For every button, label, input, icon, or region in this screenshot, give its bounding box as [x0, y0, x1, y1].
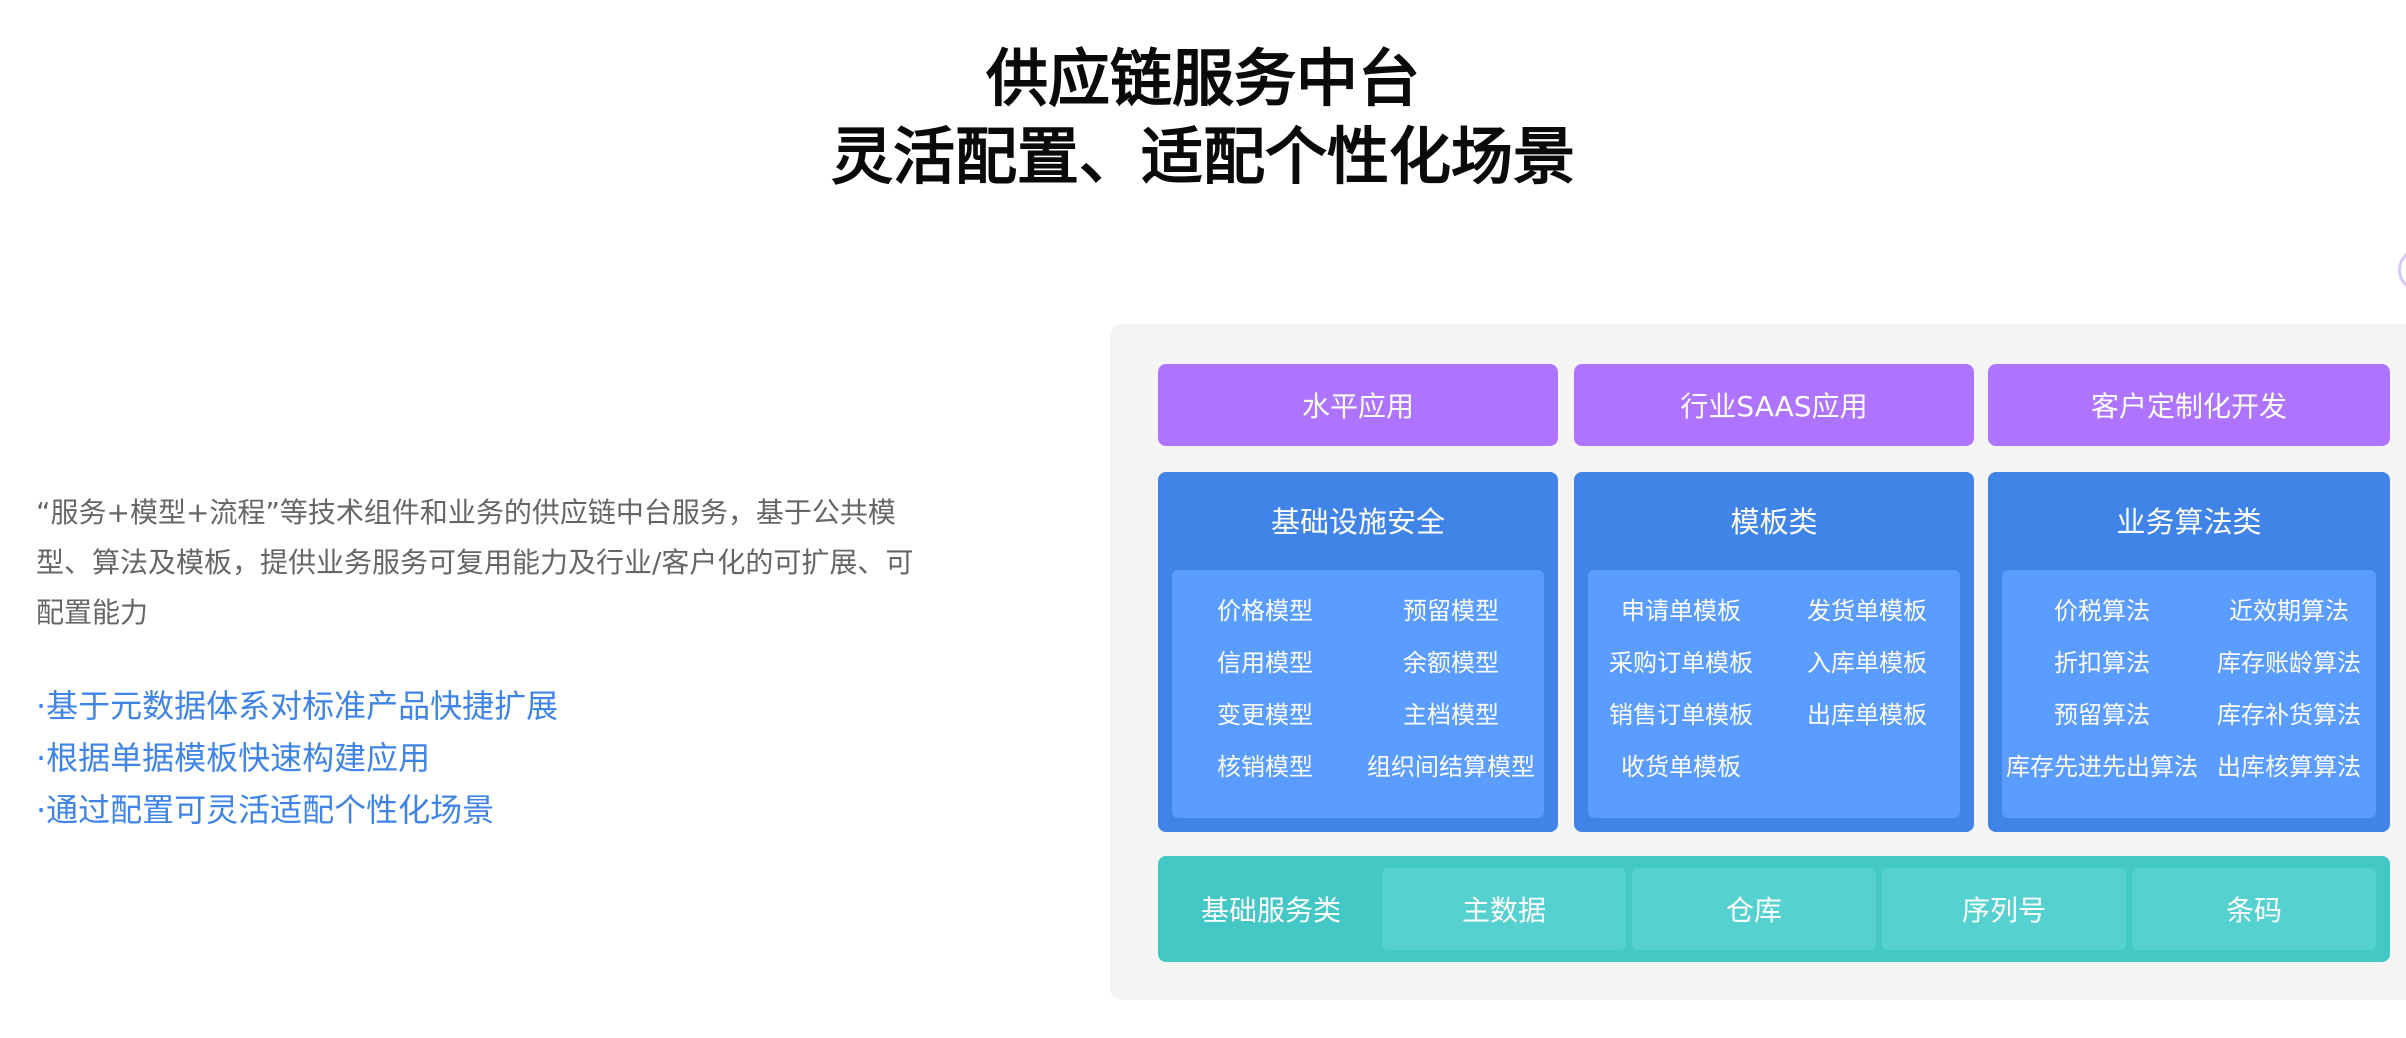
column-infrastructure-security: 基础设施安全 价格模型 预留模型 信用模型 余额模型 变更模型 主档模型 核销模…: [1158, 472, 1558, 832]
algorithm-item: 近效期算法: [2229, 597, 2349, 625]
algorithm-item: 库存账龄算法: [2217, 649, 2361, 677]
model-item: 价格模型: [1217, 597, 1313, 625]
base-service-item: 仓库: [1632, 868, 1876, 950]
column-inner: 申请单模板 发货单模板 采购订单模板 入库单模板 销售订单模板 出库单模板 收货…: [1588, 570, 1960, 818]
model-item: 信用模型: [1217, 649, 1313, 677]
description-text: “服务+模型+流程”等技术组件和业务的供应链中台服务，基于公共模型、算法及模板，…: [36, 496, 914, 629]
page-title-line2: 灵活配置、适配个性化场景: [830, 120, 1575, 193]
column-business-algorithms: 业务算法类 价税算法 近效期算法 折扣算法 库存账龄算法 预留算法 库存补货算法…: [1988, 472, 2390, 832]
algorithm-item: 库存补货算法: [2217, 701, 2361, 729]
feature-list: ·基于元数据体系对标准产品快捷扩展 ·根据单据模板快速构建应用 ·通过配置可灵活…: [36, 680, 936, 836]
feature-item: ·基于元数据体系对标准产品快捷扩展: [36, 687, 559, 725]
top-box-industry-saas: 行业SAAS应用: [1574, 364, 1974, 446]
column-templates: 模板类 申请单模板 发货单模板 采购订单模板 入库单模板 销售订单模板 出库单模…: [1574, 472, 1974, 832]
column-title: 基础设施安全: [1270, 505, 1445, 539]
floating-circle-icon[interactable]: [2398, 248, 2406, 292]
template-item: 出库单模板: [1807, 701, 1927, 729]
algorithm-item: 出库核算算法: [2217, 753, 2361, 781]
template-item: 销售订单模板: [1609, 701, 1753, 729]
template-item: 入库单模板: [1807, 649, 1927, 677]
template-item: 发货单模板: [1807, 597, 1927, 625]
model-item: 组织间结算模型: [1367, 753, 1535, 781]
model-item: 变更模型: [1217, 701, 1313, 729]
column-inner: 价格模型 预留模型 信用模型 余额模型 变更模型 主档模型 核销模型 组织间结算…: [1172, 570, 1544, 818]
feature-item: ·通过配置可灵活适配个性化场景: [36, 791, 495, 829]
page-title-line1: 供应链服务中台: [985, 42, 1420, 115]
template-item: 收货单模板: [1621, 753, 1741, 781]
base-service-item: 主数据: [1382, 868, 1626, 950]
algorithm-item: 库存先进先出算法: [2006, 753, 2198, 781]
base-service-item: 条码: [2132, 868, 2376, 950]
column-title: 业务算法类: [2116, 505, 2262, 539]
algorithm-item: 价税算法: [2054, 597, 2150, 625]
model-item: 余额模型: [1403, 649, 1499, 677]
top-box-custom-dev: 客户定制化开发: [1988, 364, 2390, 446]
column-title: 模板类: [1730, 505, 1818, 539]
algorithm-item: 折扣算法: [2054, 649, 2150, 677]
template-item: 申请单模板: [1621, 597, 1741, 625]
column-inner: 价税算法 近效期算法 折扣算法 库存账龄算法 预留算法 库存补货算法 库存先进先…: [2002, 570, 2376, 818]
model-item: 主档模型: [1403, 701, 1499, 729]
template-item: 采购订单模板: [1609, 649, 1753, 677]
feature-item: ·根据单据模板快速构建应用: [36, 739, 431, 777]
base-service-item: 序列号: [1882, 868, 2126, 950]
model-item: 预留模型: [1403, 597, 1499, 625]
top-box-horizontal-app: 水平应用: [1158, 364, 1558, 446]
base-services-label: 基础服务类: [1200, 894, 1341, 927]
algorithm-item: 预留算法: [2054, 701, 2150, 729]
model-item: 核销模型: [1217, 753, 1313, 781]
